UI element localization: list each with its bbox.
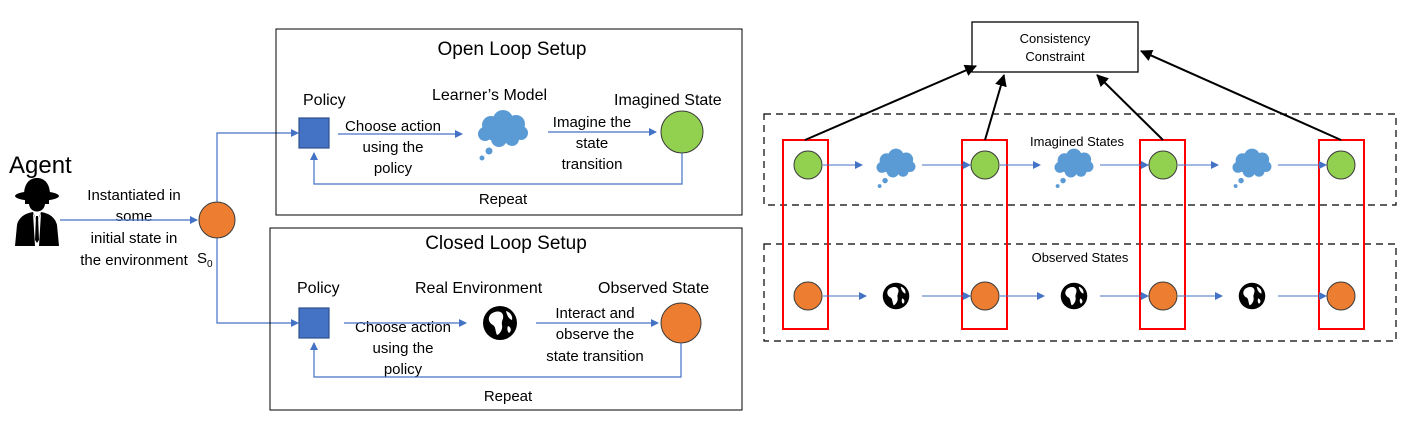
consistency-pair-box-2 [961, 139, 1008, 330]
open-transition-text: Imagine the state transition [553, 114, 631, 173]
constraint-arrow-3 [1096, 74, 1164, 141]
agent-note-line-1: Instantiated in [87, 187, 180, 204]
observed-states-group [763, 243, 1397, 342]
open-model-label: Learner’s Model [432, 87, 547, 104]
open-repeat-label: Repeat [479, 191, 528, 208]
closed-loop-box [269, 227, 743, 411]
closed-state-label: Observed State [598, 280, 709, 297]
open-transition-line-1: Imagine the [553, 114, 631, 131]
spy-agent-icon [15, 178, 59, 246]
closed-policy-node [298, 307, 330, 339]
open-repeat-arrow [310, 152, 683, 185]
observed-env-globe-3-icon [1238, 282, 1266, 310]
open-imagined-state-node [660, 110, 704, 154]
open-transition-line-2: state [576, 135, 609, 152]
imagined-model-cloud-3-icon [1232, 148, 1272, 189]
consistency-constraint-box [971, 21, 1139, 73]
imagined-states-label: Imagined States [1030, 134, 1124, 149]
start-state-label: S0 [197, 250, 213, 270]
observed-env-globe-1-icon [882, 282, 910, 310]
imagined-model-cloud-2-icon [1054, 148, 1094, 189]
open-action-line-1: Choose action [345, 118, 441, 135]
agent-note-line-4: the environment [80, 252, 188, 269]
imagined-model-cloud-1-icon [876, 148, 916, 189]
open-transition-line-3: transition [562, 156, 623, 173]
agent-label: Agent [9, 152, 72, 179]
open-loop-title: Open Loop Setup [438, 39, 587, 60]
observed-states-label: Observed States [1032, 250, 1129, 265]
open-state-label: Imagined State [614, 92, 722, 109]
start-to-closed-policy-arrow [216, 238, 299, 327]
closed-transition-line-2: observe the [556, 326, 634, 343]
closed-policy-label: Policy [297, 280, 340, 297]
open-action-line-2: using the [363, 139, 424, 156]
observed-state-3 [1148, 281, 1178, 311]
closed-repeat-label: Repeat [484, 388, 533, 405]
observed-state-4 [1326, 281, 1356, 311]
closed-loop-title: Closed Loop Setup [425, 233, 587, 254]
imagined-state-4 [1326, 150, 1356, 180]
constraint-arrow-4 [1140, 49, 1342, 141]
globe-icon [483, 306, 517, 340]
closed-transition-line-3: state transition [546, 348, 644, 365]
closed-action-line-3: policy [384, 361, 423, 378]
open-action-text: Choose action using the policy [345, 118, 441, 177]
agent-note-line-2: some [116, 208, 153, 225]
start-state-node [198, 201, 236, 239]
observed-state-1 [793, 281, 823, 311]
closed-env-label: Real Environment [415, 280, 543, 297]
imagined-state-3 [1148, 150, 1178, 180]
thought-cloud-icon [478, 110, 528, 161]
open-policy-node [298, 117, 330, 149]
open-loop-box [275, 28, 743, 216]
closed-action-text: Choose action using the policy [355, 319, 451, 378]
closed-repeat-arrow [310, 342, 682, 378]
imagined-state-2 [970, 150, 1000, 180]
open-policy-label: Policy [303, 92, 346, 109]
constraint-arrow-1 [804, 64, 977, 141]
imagined-state-1 [793, 150, 823, 180]
closed-transition-text: Interact and observe the state transitio… [546, 305, 644, 365]
open-action-line-3: policy [374, 160, 413, 177]
constraint-arrow-2 [984, 74, 1007, 141]
imagined-states-group [763, 113, 1397, 206]
consistency-line-2: Constraint [1025, 49, 1085, 64]
closed-transition-line-1: Interact and [555, 305, 634, 322]
observed-state-2 [970, 281, 1000, 311]
consistency-pair-box-4 [1318, 139, 1365, 330]
closed-observed-state-node [660, 302, 702, 344]
agent-note-line-3: initial state in [91, 230, 178, 247]
consistency-line-1: Consistency [1020, 31, 1091, 46]
observed-env-globe-2-icon [1060, 282, 1088, 310]
closed-action-line-2: using the [373, 340, 434, 357]
closed-action-line-1: Choose action [355, 319, 451, 336]
start-to-open-policy-arrow [216, 129, 299, 202]
